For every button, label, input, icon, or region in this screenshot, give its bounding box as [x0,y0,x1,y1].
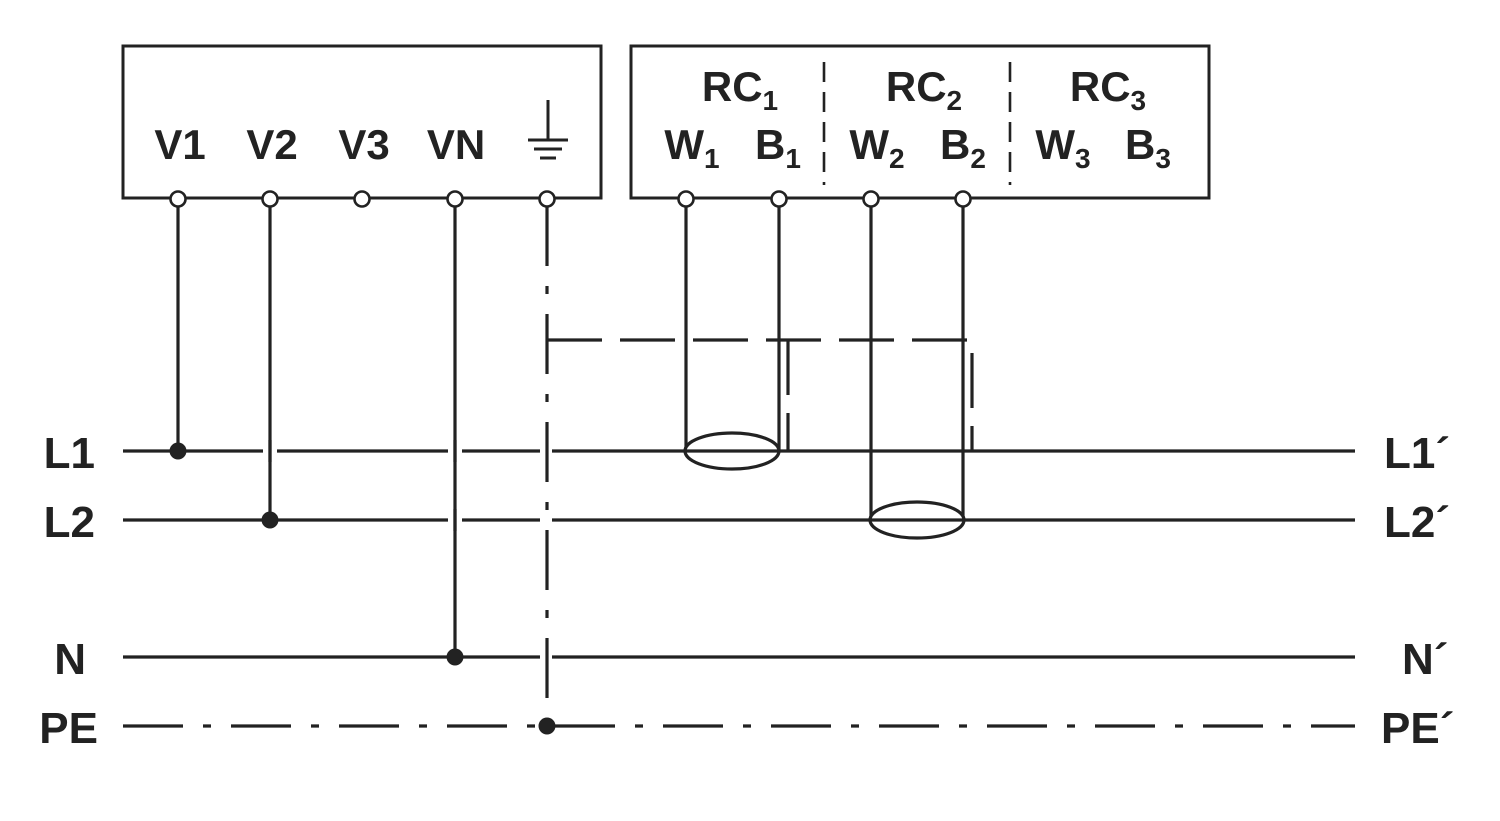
terminal-b1 [770,190,788,208]
meter-terminals [169,190,556,208]
terminal-w1 [677,190,695,208]
rc-white-1-label: W1 [664,121,719,174]
junction-n [446,648,464,666]
terminal-label-v2: V2 [246,121,297,168]
line-label-pe-out: PE´ [1381,704,1454,753]
line-label-pe: PE [39,704,98,753]
rc-white-3-label: W3 [1035,121,1090,174]
rc-module-box [629,44,1211,200]
rc-black-2-label: B2 [940,121,986,174]
terminal-w2 [862,190,880,208]
line-label-l1-out: L1´ [1384,429,1450,478]
junction-l1 [169,442,187,460]
terminal-v1 [169,190,187,208]
terminal-label-v3: V3 [338,121,389,168]
terminal-vn [446,190,464,208]
junction-l2 [261,511,279,529]
terminal-v2 [261,190,279,208]
dashed-enclosure [547,338,974,451]
line-label-l2-out: L2´ [1384,498,1450,547]
line-label-l1: L1 [44,429,95,478]
terminal-label-v1: V1 [154,121,205,168]
rc-terminals [677,190,972,208]
line-label-n: N [54,635,86,684]
terminal-b2 [954,190,972,208]
terminal-v3 [353,190,371,208]
rc-black-1-label: B1 [755,121,801,174]
terminal-label-vn: VN [427,121,485,168]
terminal-earth [538,190,556,208]
rc-black-3-label: B3 [1125,121,1171,174]
rc-white-2-label: W2 [849,121,904,174]
line-label-n-out: N´ [1402,635,1448,684]
crossing-gap [540,511,552,529]
line-label-l2: L2 [44,498,95,547]
rc-channel-2-label: RC2 [886,63,962,116]
rc-channel-1-label: RC1 [702,63,778,116]
rc-channel-3-label: RC3 [1070,63,1146,116]
earth-ground-icon [528,100,568,160]
junction-pe [538,717,556,735]
